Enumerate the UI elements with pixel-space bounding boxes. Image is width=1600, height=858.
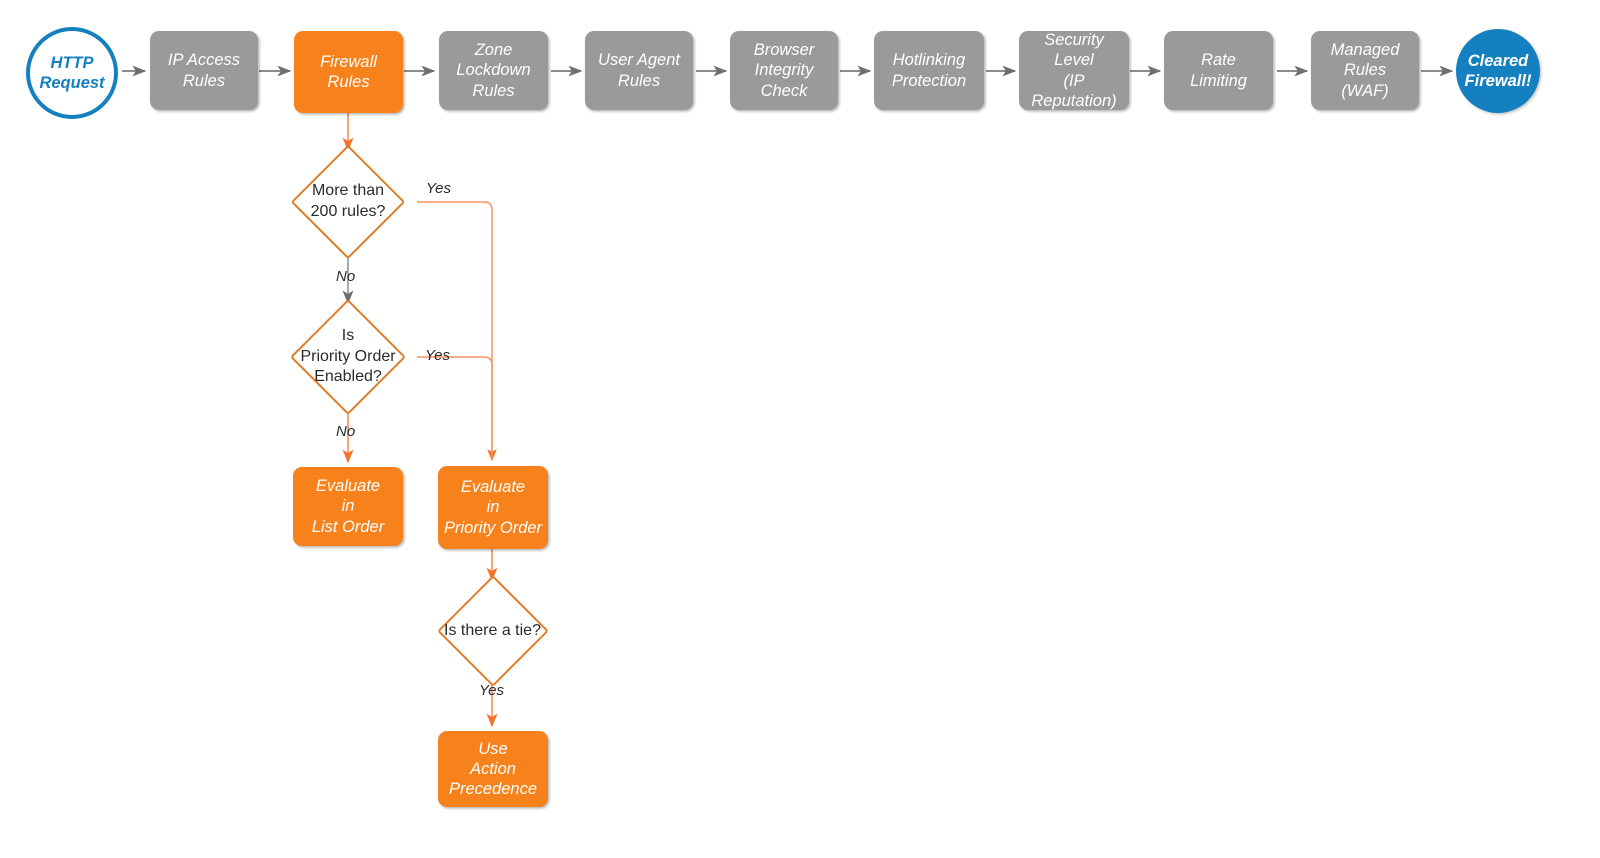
label-line-1: HTTP: [50, 53, 94, 72]
label-line-3: Precedence: [448, 780, 538, 799]
label-line-2: Rules: [1343, 61, 1387, 80]
label-line-2: Protection: [891, 71, 967, 90]
label-line-2: Level: [1054, 51, 1094, 70]
node-evaluate-in-priority-order[interactable]: Evaluate in Priority Order: [438, 466, 548, 549]
node-managed-rules-waf[interactable]: Managed Rules (WAF): [1311, 31, 1419, 110]
node-cleared-firewall[interactable]: Cleared Firewall!: [1456, 29, 1540, 113]
node-firewall-rules-label: Firewall Rules: [320, 52, 377, 92]
label-line-1: Evaluate: [315, 477, 381, 496]
label-line-2: Rules: [327, 73, 370, 91]
edge-d2-yes: [417, 356, 493, 460]
label-line-2: in: [486, 498, 500, 517]
node-cleared-firewall-label: Cleared Firewall!: [1465, 51, 1532, 91]
label-line-3: Check: [760, 81, 808, 100]
label-line-1: Evaluate: [460, 478, 526, 497]
node-rate-limiting[interactable]: Rate Limiting: [1164, 31, 1273, 110]
node-zone-lockdown-rules[interactable]: Zone Lockdown Rules: [439, 31, 548, 110]
label-line-2: Action: [470, 759, 516, 778]
edge-label-d2-yes: Yes: [425, 347, 451, 364]
node-hotlinking-protection[interactable]: Hotlinking Protection: [874, 31, 984, 110]
node-zone-lockdown-rules-label: Zone Lockdown Rules: [456, 40, 530, 100]
decision-is-there-a-tie[interactable]: Is there a tie?: [424, 575, 561, 687]
label-line-1: Zone: [474, 41, 513, 60]
node-evaluate-in-list-order-label: Evaluate in List Order: [312, 476, 384, 536]
node-hotlinking-protection-label: Hotlinking Protection: [892, 50, 966, 90]
label-line-2: Integrity: [754, 61, 814, 80]
label-line-2: Limiting: [1190, 71, 1247, 90]
label-line-1: Rate: [1201, 51, 1236, 70]
node-user-agent-rules[interactable]: User Agent Rules: [585, 31, 693, 110]
label-line-1: Use: [478, 739, 508, 758]
node-ip-access-rules[interactable]: IP Access Rules: [150, 31, 258, 110]
edge-label-d3-yes: Yes: [479, 682, 505, 699]
node-browser-integrity-check-label: Browser Integrity Check: [754, 40, 815, 100]
node-security-level-label: Security Level (IP Reputation): [1019, 30, 1129, 111]
label-line-3: Rules: [472, 81, 515, 100]
label-line-3: (IP Reputation): [1031, 71, 1117, 110]
label-line-2: Lockdown: [456, 61, 531, 80]
label-line-1: Managed: [1330, 41, 1400, 60]
node-use-action-precedence[interactable]: Use Action Precedence: [438, 731, 548, 807]
node-security-level[interactable]: Security Level (IP Reputation): [1019, 31, 1129, 110]
label-line-1: User Agent: [598, 51, 680, 70]
node-user-agent-rules-label: User Agent Rules: [598, 50, 680, 90]
label-line-2: in: [341, 497, 355, 516]
label-line-2: Firewall!: [1464, 72, 1532, 90]
node-firewall-rules[interactable]: Firewall Rules: [294, 31, 403, 113]
node-http-request-label: HTTP Request: [39, 53, 104, 93]
edge-label-d1-no: No: [336, 268, 356, 285]
node-use-action-precedence-label: Use Action Precedence: [449, 739, 537, 799]
label-line-3: (WAF): [1341, 81, 1389, 100]
node-http-request[interactable]: HTTP Request: [26, 27, 118, 119]
diamond-shape: [436, 575, 549, 687]
decision-more-than-200-rules[interactable]: More than 200 rules?: [277, 144, 419, 260]
node-ip-access-rules-label: IP Access Rules: [168, 50, 240, 90]
node-evaluate-in-list-order[interactable]: Evaluate in List Order: [293, 467, 403, 546]
label-line-3: Priority Order: [443, 518, 543, 537]
label-line-1: Firewall: [320, 52, 377, 71]
edge-label-d2-no: No: [336, 423, 356, 440]
label-line-1: Browser: [753, 41, 815, 60]
label-line-3: List Order: [311, 517, 385, 536]
label-line-1: Security: [1044, 31, 1104, 50]
label-line-2: Request: [39, 74, 105, 92]
diamond-shape: [290, 299, 406, 415]
node-browser-integrity-check[interactable]: Browser Integrity Check: [730, 31, 838, 110]
decision-priority-order-enabled[interactable]: Is Priority Order Enabled?: [277, 299, 419, 415]
label-line-2: Rules: [182, 71, 226, 90]
label-line-1: Cleared: [1467, 51, 1529, 70]
edge-d1-yes: [417, 201, 497, 462]
label-line-1: IP Access: [167, 51, 241, 70]
label-line-2: Rules: [617, 71, 661, 90]
diamond-shape: [290, 144, 406, 260]
edge-label-d1-yes: Yes: [426, 180, 452, 197]
node-managed-rules-waf-label: Managed Rules (WAF): [1331, 40, 1400, 100]
node-rate-limiting-label: Rate Limiting: [1190, 50, 1247, 90]
label-line-1: Hotlinking: [892, 51, 966, 70]
node-evaluate-in-priority-order-label: Evaluate in Priority Order: [444, 477, 542, 537]
